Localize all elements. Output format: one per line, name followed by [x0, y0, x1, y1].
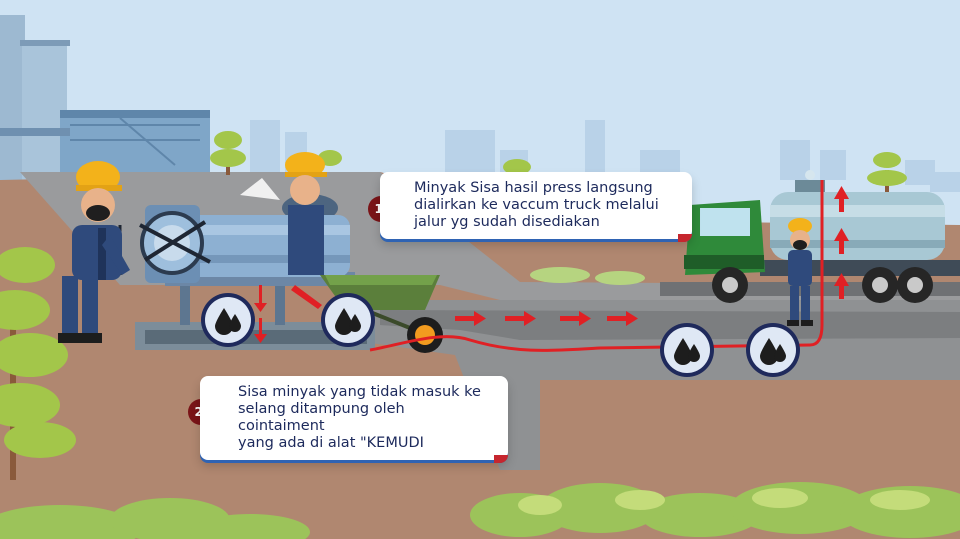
industrial-building — [0, 15, 210, 195]
step-2-line-3: yang ada di alat "KEMUDI — [238, 435, 424, 451]
arrow-up-icon — [834, 228, 849, 254]
up-arrows — [834, 186, 849, 299]
step-1-callout: Minyak Sisa hasil press langsung dialirk… — [380, 172, 692, 242]
flow-arrows — [455, 311, 638, 326]
distant-bushes — [530, 267, 645, 285]
worker-right — [787, 218, 813, 326]
drip-arrows — [254, 285, 322, 343]
wheelbarrow — [320, 275, 443, 353]
step-1-line-2: dialirkan ke vaccum truck melalui — [414, 197, 659, 213]
step-2-line-2: selang ditampung oleh cointaiment — [238, 401, 405, 434]
arrow-up-icon — [834, 186, 849, 212]
arrow-right-icon — [505, 311, 536, 326]
step-2-callout: Sisa minyak yang tidak masuk ke selang d… — [200, 376, 508, 463]
worker-left — [58, 161, 130, 343]
foreground-bushes — [0, 482, 960, 539]
step-1-line-1: Minyak Sisa hasil press langsung — [414, 180, 653, 196]
arrow-right-icon — [607, 311, 638, 326]
oil-drop-icon — [201, 293, 255, 347]
arrow-right-icon — [560, 311, 591, 326]
step-1-line-3: jalur yg sudah disediakan — [414, 214, 600, 230]
oil-drop-icon — [746, 323, 800, 377]
oil-drop-icon — [321, 293, 375, 347]
oil-pipe — [369, 180, 824, 352]
step-2-line-1: Sisa minyak yang tidak masuk ke — [238, 384, 481, 400]
arrow-right-icon — [455, 311, 486, 326]
oil-drop-icon — [660, 323, 714, 377]
arrow-up-icon — [834, 273, 849, 299]
vacuum-truck — [684, 170, 960, 303]
oil-drop-badges — [201, 293, 800, 377]
bush-highlights — [518, 488, 930, 515]
worker-center — [285, 152, 327, 275]
trees — [0, 131, 907, 480]
